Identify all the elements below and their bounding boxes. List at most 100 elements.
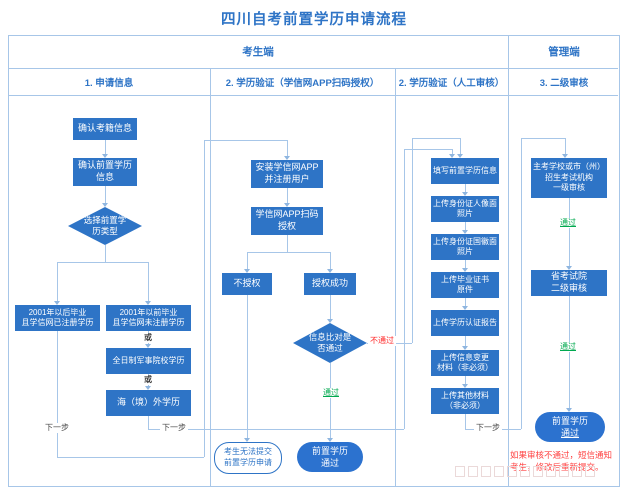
- node-line: 2001年以前毕业: [119, 307, 178, 317]
- arrowhead: [327, 269, 333, 273]
- arrowhead: [566, 266, 572, 270]
- node-line: 前置学历: [311, 445, 348, 456]
- connector: [204, 140, 287, 141]
- node-line: 上传其他材料: [441, 390, 489, 400]
- connector: [105, 245, 106, 262]
- connector: [404, 149, 452, 150]
- arrowhead: [54, 301, 60, 305]
- node-line: 前置学历申请: [224, 458, 272, 467]
- node-line: 通过: [320, 458, 339, 468]
- connector: [148, 262, 149, 301]
- connector: [452, 149, 453, 154]
- node-line: 2001年以后毕业: [28, 307, 87, 317]
- connector: [404, 149, 405, 429]
- arrowhead: [244, 438, 250, 442]
- edge-label-next-step: 下一步: [43, 423, 71, 433]
- edge-label-next-step: 下一步: [160, 423, 188, 433]
- edge-label-pass: 通过: [558, 218, 578, 228]
- node-upload-id-back: 上传身份证国徽面照片: [431, 234, 499, 260]
- node-military-edu: 全日制军事院校学历: [106, 348, 191, 374]
- connector: [105, 140, 106, 154]
- edge-label-fail: 不通过: [368, 336, 396, 346]
- watermark: [455, 466, 595, 477]
- arrowhead: [462, 192, 468, 196]
- connector: [569, 296, 570, 408]
- terminal-passed-manual: 前置学历 通过: [535, 412, 605, 442]
- connector: [105, 186, 106, 203]
- arrowhead: [457, 154, 463, 158]
- connector: [57, 331, 58, 457]
- connector: [521, 138, 522, 429]
- arrowhead: [327, 438, 333, 442]
- watermark-square: [468, 466, 478, 477]
- connector: [330, 363, 331, 438]
- node-confirm-prior-edu: 确认前置学历信息: [73, 158, 137, 186]
- node-line: 二级审核: [550, 283, 587, 293]
- header-step1: 1. 申请信息: [84, 77, 134, 89]
- node-line: 且学信网未注册学历: [112, 318, 185, 327]
- connector: [465, 376, 466, 384]
- node-line: 一级审核: [553, 183, 585, 193]
- node-upload-id-front: 上传身份证人像面照片: [431, 196, 499, 222]
- header-step2-manual: 2. 学历验证（人工审核）: [398, 77, 505, 89]
- node-upload-other-material: 上传其他材料 （非必须）: [431, 388, 499, 414]
- page-title: 四川自考前置学历申请流程: [221, 12, 407, 28]
- header-candidate-side: 考生端: [242, 46, 274, 58]
- review-fail-note: 如果审核不通过，短信通知考生，修改后重新提交。: [510, 450, 613, 473]
- watermark-square: [559, 466, 569, 477]
- watermark-square: [585, 466, 595, 477]
- arrowhead: [244, 269, 250, 273]
- node-no-auth: 不授权: [222, 273, 272, 295]
- arrowhead: [102, 203, 108, 207]
- grid-line: [395, 68, 396, 487]
- connector: [465, 184, 466, 192]
- arrowhead: [462, 384, 468, 388]
- connector: [460, 138, 461, 154]
- node-line: 省考试院: [550, 271, 587, 282]
- connector: [287, 188, 288, 203]
- grid-line: [210, 68, 211, 487]
- arrowhead: [284, 203, 290, 207]
- node-auth-success: 授权成功: [304, 273, 356, 295]
- connector: [465, 414, 466, 429]
- arrowhead: [462, 268, 468, 272]
- connector: [57, 457, 204, 458]
- header-step3: 3. 二级审核: [539, 77, 589, 89]
- arrowhead: [562, 154, 568, 158]
- arrowhead: [566, 408, 572, 412]
- arrowhead: [462, 306, 468, 310]
- arrowhead: [449, 154, 455, 158]
- node-line: （非必须）: [445, 401, 485, 410]
- connector: [465, 222, 466, 230]
- connector: [57, 262, 58, 301]
- edge-label-next-step: 下一步: [474, 423, 502, 433]
- connector: [521, 138, 565, 139]
- node-line: 原件: [457, 285, 473, 294]
- node-upload-report: 上传学历认证报告: [431, 310, 499, 336]
- node-line: 上传毕业证书: [441, 274, 489, 284]
- edge-label-pass: 通过: [558, 342, 578, 352]
- watermark-square: [533, 466, 543, 477]
- watermark-square: [546, 466, 556, 477]
- table-border: [8, 35, 620, 487]
- connector: [465, 336, 466, 346]
- node-line: 招生考试机构: [545, 172, 593, 182]
- grid-line: [508, 35, 509, 487]
- node-install-app: 安装学信网APP并注册用户: [251, 160, 323, 188]
- arrowhead: [145, 344, 151, 348]
- arrowhead: [145, 386, 151, 390]
- node-line: 材料（非必须）: [437, 363, 493, 372]
- header-admin-side: 管理端: [548, 46, 580, 58]
- node-scan-auth: 学信网APP扫码授权: [251, 207, 323, 235]
- arrowhead: [284, 156, 290, 160]
- watermark-square: [455, 466, 465, 477]
- terminal-passed-app: 前置学历 通过: [297, 442, 363, 472]
- watermark-square: [494, 466, 504, 477]
- connector: [247, 252, 330, 253]
- arrowhead: [327, 319, 333, 323]
- connector: [330, 252, 331, 269]
- node-line: 上传信息变更: [441, 352, 489, 362]
- node-upload-diploma: 上传毕业证书 原件: [431, 272, 499, 298]
- grid-line: [8, 95, 618, 96]
- node-line: 前置学历: [551, 415, 588, 426]
